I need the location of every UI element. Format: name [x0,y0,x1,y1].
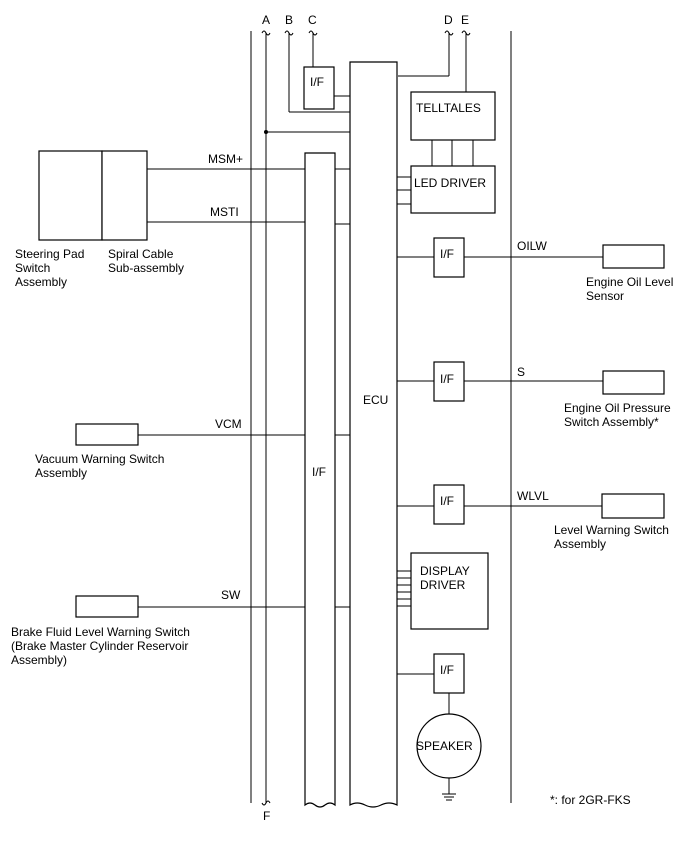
brake-fluid-label-3: Assembly) [11,653,67,667]
speaker-block: SPEAKER [416,713,482,779]
speaker-label: SPEAKER [416,739,473,753]
spiral-cable-label-2: Sub-assembly [108,261,184,275]
vacuum-warning-switch [75,423,305,446]
signal-vcm-label: VCM [215,417,242,431]
brake-fluid-switch [75,595,305,618]
if-ecu-stubs [335,168,350,608]
steering-wires [147,168,305,223]
connector-f-label: F [263,809,270,823]
display-driver-label-line2: DRIVER [420,578,466,592]
telltales-label: TELLTALES [416,101,481,115]
steering-pad-label-3: Assembly [15,275,67,289]
if-oil-pressure-label: I/F [440,372,454,386]
if-speaker-block: I/F [397,653,465,714]
footnote: *: for 2GR-FKS [550,793,631,807]
if-oil-pressure-block: I/F [397,361,603,402]
signal-msti-label: MSTI [210,205,239,219]
if-oil-level-label: I/F [440,247,454,261]
if-level-warning-block: I/F [397,484,602,525]
signal-oilw-label: OILW [517,239,547,253]
signal-wlvl-label: WLVL [517,489,549,503]
level-warning-switch [601,493,665,519]
steering-pad-label-1: Steering Pad [15,247,84,261]
telltales-led-bus [431,140,474,166]
engine-oil-level-label-2: Sensor [586,289,624,303]
engine-oil-pressure-label-1: Engine Oil Pressure [564,401,671,415]
steering-pad-switch-box [38,150,103,241]
if-level-warning-label: I/F [440,494,454,508]
connector-e-label: E [461,13,469,27]
engine-oil-level-label-1: Engine Oil Level [586,275,673,289]
if-speaker-label: I/F [440,663,454,677]
brake-fluid-label-1: Brake Fluid Level Warning Switch [11,625,190,639]
connector-a-label: A [262,13,270,27]
engine-oil-level-sensor [602,244,665,269]
level-warning-label-2: Assembly [554,537,606,551]
vacuum-warning-label-2: Assembly [35,466,87,480]
display-driver-label-line1: DISPLAY [420,564,470,578]
engine-oil-pressure-switch [602,370,665,395]
brake-fluid-label-2: (Brake Master Cylinder Reservoir [11,639,188,653]
level-warning-label-1: Level Warning Switch [554,523,669,537]
if-top-block: I/F [303,66,350,110]
led-driver-block: LED DRIVER [397,165,496,214]
ecu-block: ECU [349,61,398,808]
spiral-cable-box [101,150,148,241]
connector-c-label: C [308,13,317,27]
signal-msm-label: MSM+ [208,152,243,166]
connector-d-label: D [444,13,453,27]
ecu-label: ECU [363,393,388,407]
connector-b-label: B [285,13,293,27]
engine-oil-pressure-label-2: Switch Assembly* [564,415,659,429]
vacuum-warning-label-1: Vacuum Warning Switch [35,452,164,466]
if-main-label: I/F [312,465,326,479]
if-top-label: I/F [310,75,324,89]
meter-boundary [250,31,512,803]
signal-sw-label: SW [221,588,241,602]
ground-icon [442,778,456,801]
telltales-block: TELLTALES [410,91,496,141]
spiral-cable-label-1: Spiral Cable [108,247,174,261]
steering-pad-label-2: Switch [15,261,50,275]
signal-s-label: S [517,365,525,379]
display-driver-block: DISPLAY DRIVER [397,552,489,630]
led-driver-label: LED DRIVER [414,176,486,190]
terminal-wires [264,33,467,803]
if-oil-level-block: I/F [397,237,603,278]
if-main-block: I/F [304,152,336,808]
